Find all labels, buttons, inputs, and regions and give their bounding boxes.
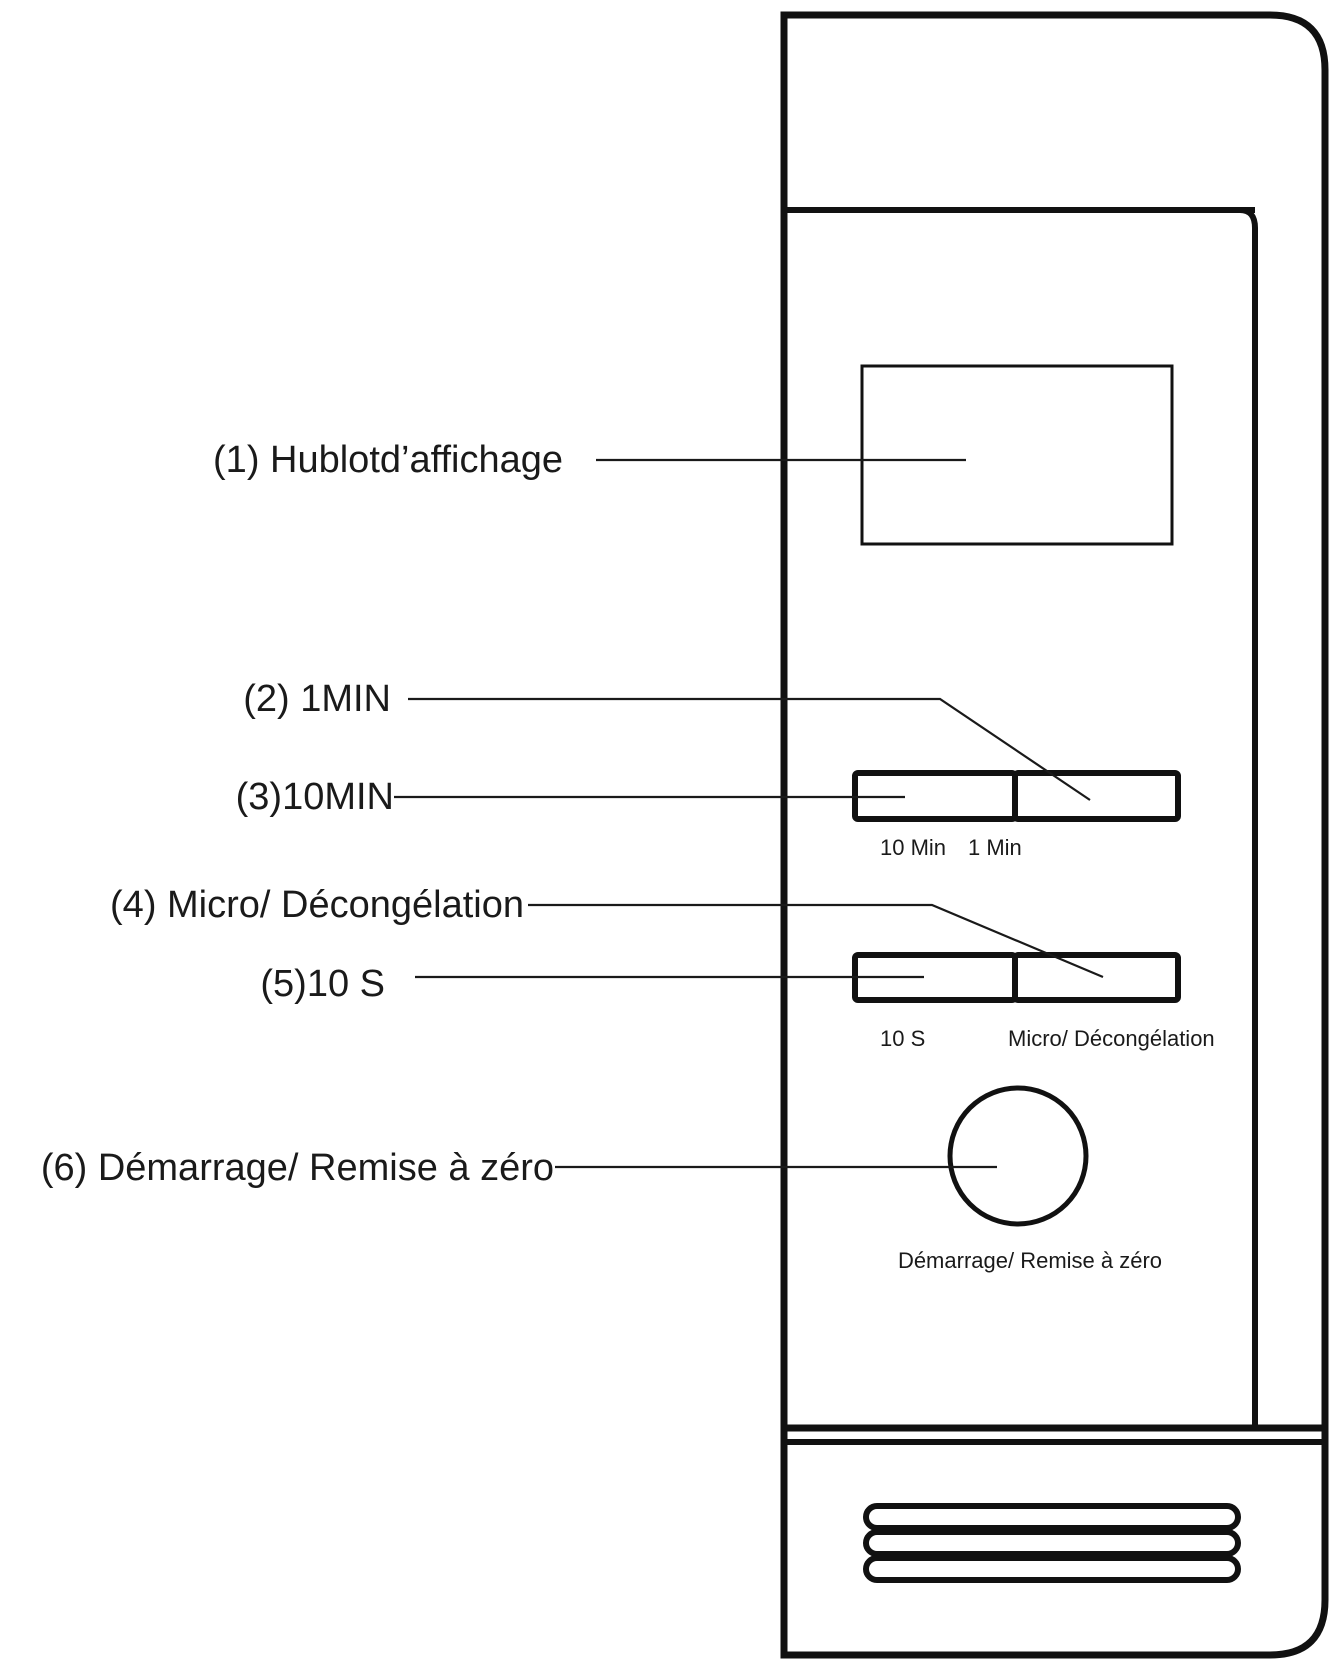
panel-label-start-reset: Démarrage/ Remise à zéro — [898, 1248, 1162, 1273]
panel-label-micro-defrost: Micro/ Décongélation — [1008, 1026, 1215, 1051]
leader-micro-defrost — [528, 903, 1104, 979]
leader-one-min — [408, 697, 1091, 801]
panel-label-ten-min: 10 Min — [880, 835, 946, 860]
micro-defrost-button[interactable] — [1012, 952, 1181, 1003]
one-min-button[interactable] — [1012, 770, 1181, 822]
callout-ten-min: (3)10MIN — [236, 776, 394, 818]
panel-label-ten-sec: 10 S — [880, 1026, 925, 1051]
vent-slot-2 — [863, 1529, 1241, 1557]
display-window — [860, 364, 1174, 546]
callout-one-min: (2) 1MIN — [243, 678, 391, 720]
panel-label-one-min: 1 Min — [968, 835, 1022, 860]
vent-slot-1 — [863, 1503, 1241, 1531]
start-reset-dial[interactable] — [947, 1085, 1089, 1227]
callout-ten-sec: (5)10 S — [260, 963, 385, 1005]
panel-casing — [780, 11, 1329, 1659]
callout-start-reset: (6) Démarrage/ Remise à zéro — [41, 1147, 554, 1189]
control-panel-face — [784, 207, 1258, 1428]
vent-slot-3 — [863, 1555, 1241, 1583]
callout-display-window: (1) Hublotd’affichage — [213, 439, 563, 481]
callout-micro-defrost: (4) Micro/ Décongélation — [110, 884, 524, 926]
